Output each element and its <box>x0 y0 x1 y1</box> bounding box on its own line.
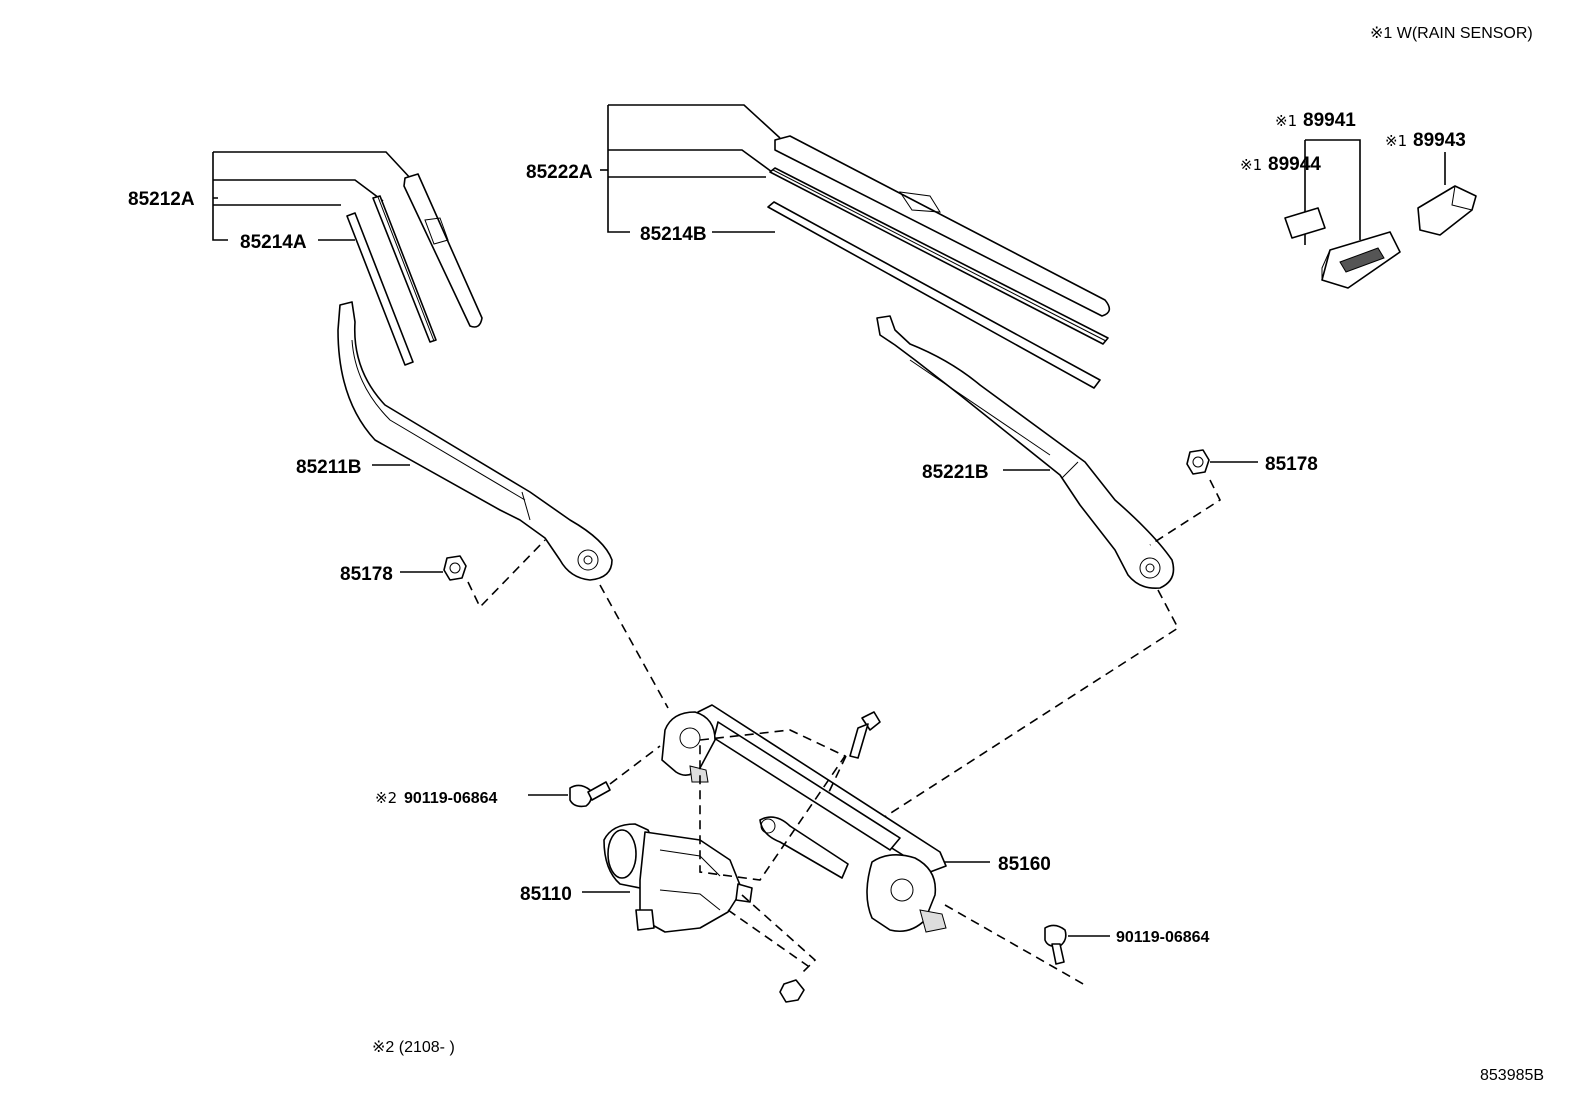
date-range-note: ※2 (2108- ) <box>372 1039 455 1056</box>
label-89943[interactable]: 89943 <box>1413 130 1466 151</box>
motor-nut-bottom <box>779 979 805 1003</box>
bolt-90119-left <box>569 781 611 808</box>
mark-89944: ※1 <box>1240 156 1262 174</box>
dash-left-nut <box>467 539 546 609</box>
mark-90119-left: ※2 <box>375 789 397 807</box>
wiper-motor-85110 <box>603 823 753 933</box>
right-nut-85178 <box>1186 449 1210 475</box>
left-wiper-arm <box>337 301 613 581</box>
bolt-90119-right <box>1044 924 1067 965</box>
rain-sensor-pad-89944 <box>1284 207 1326 239</box>
label-85110[interactable]: 85110 <box>520 884 572 905</box>
label-90119-left[interactable]: 90119-06864 <box>404 790 498 807</box>
rain-sensor-note: ※1 W(RAIN SENSOR) <box>1370 25 1533 42</box>
rain-sensor-cover-89943 <box>1417 185 1477 236</box>
label-85221B[interactable]: 85221B <box>922 462 989 483</box>
mark-89941: ※1 <box>1275 112 1297 130</box>
diagram-code: 853985B <box>1480 1067 1544 1084</box>
dash-motor-mount <box>699 729 847 881</box>
right-blade-leader-lines <box>600 104 781 233</box>
dash-right-arm-pivot <box>879 589 1180 821</box>
dash-top-bolt <box>827 755 847 795</box>
left-blade-leader-lines <box>212 151 413 241</box>
right-wiper-blade <box>767 135 1111 389</box>
dash-motor-nut-2 <box>741 894 817 976</box>
dash-right-nut <box>1149 479 1222 546</box>
rain-sensor-89941 <box>1321 231 1401 289</box>
label-89944[interactable]: 89944 <box>1268 154 1321 175</box>
label-85212A[interactable]: 85212A <box>128 189 195 210</box>
label-90119-right[interactable]: 90119-06864 <box>1116 929 1210 946</box>
dash-motor-nut-1 <box>727 909 809 967</box>
dash-left-arm-pivot <box>599 584 669 709</box>
label-85214A[interactable]: 85214A <box>240 232 307 253</box>
linkage-bolt-top <box>849 711 881 759</box>
mark-89943: ※1 <box>1385 132 1407 150</box>
label-85160[interactable]: 85160 <box>998 854 1051 875</box>
dash-bolt-left <box>609 745 661 785</box>
label-85211B[interactable]: 85211B <box>296 457 362 478</box>
wiper-linkage-85160 <box>661 704 947 933</box>
dash-bolt-right <box>944 904 1086 986</box>
label-85178-left[interactable]: 85178 <box>340 564 393 585</box>
label-89941[interactable]: 89941 <box>1303 110 1356 131</box>
right-wiper-arm <box>876 315 1175 590</box>
label-85214B[interactable]: 85214B <box>640 224 707 245</box>
left-nut-85178 <box>443 555 467 581</box>
label-85178-right[interactable]: 85178 <box>1265 454 1318 475</box>
left-wiper-blade <box>346 173 483 366</box>
label-85222A[interactable]: 85222A <box>526 162 593 183</box>
